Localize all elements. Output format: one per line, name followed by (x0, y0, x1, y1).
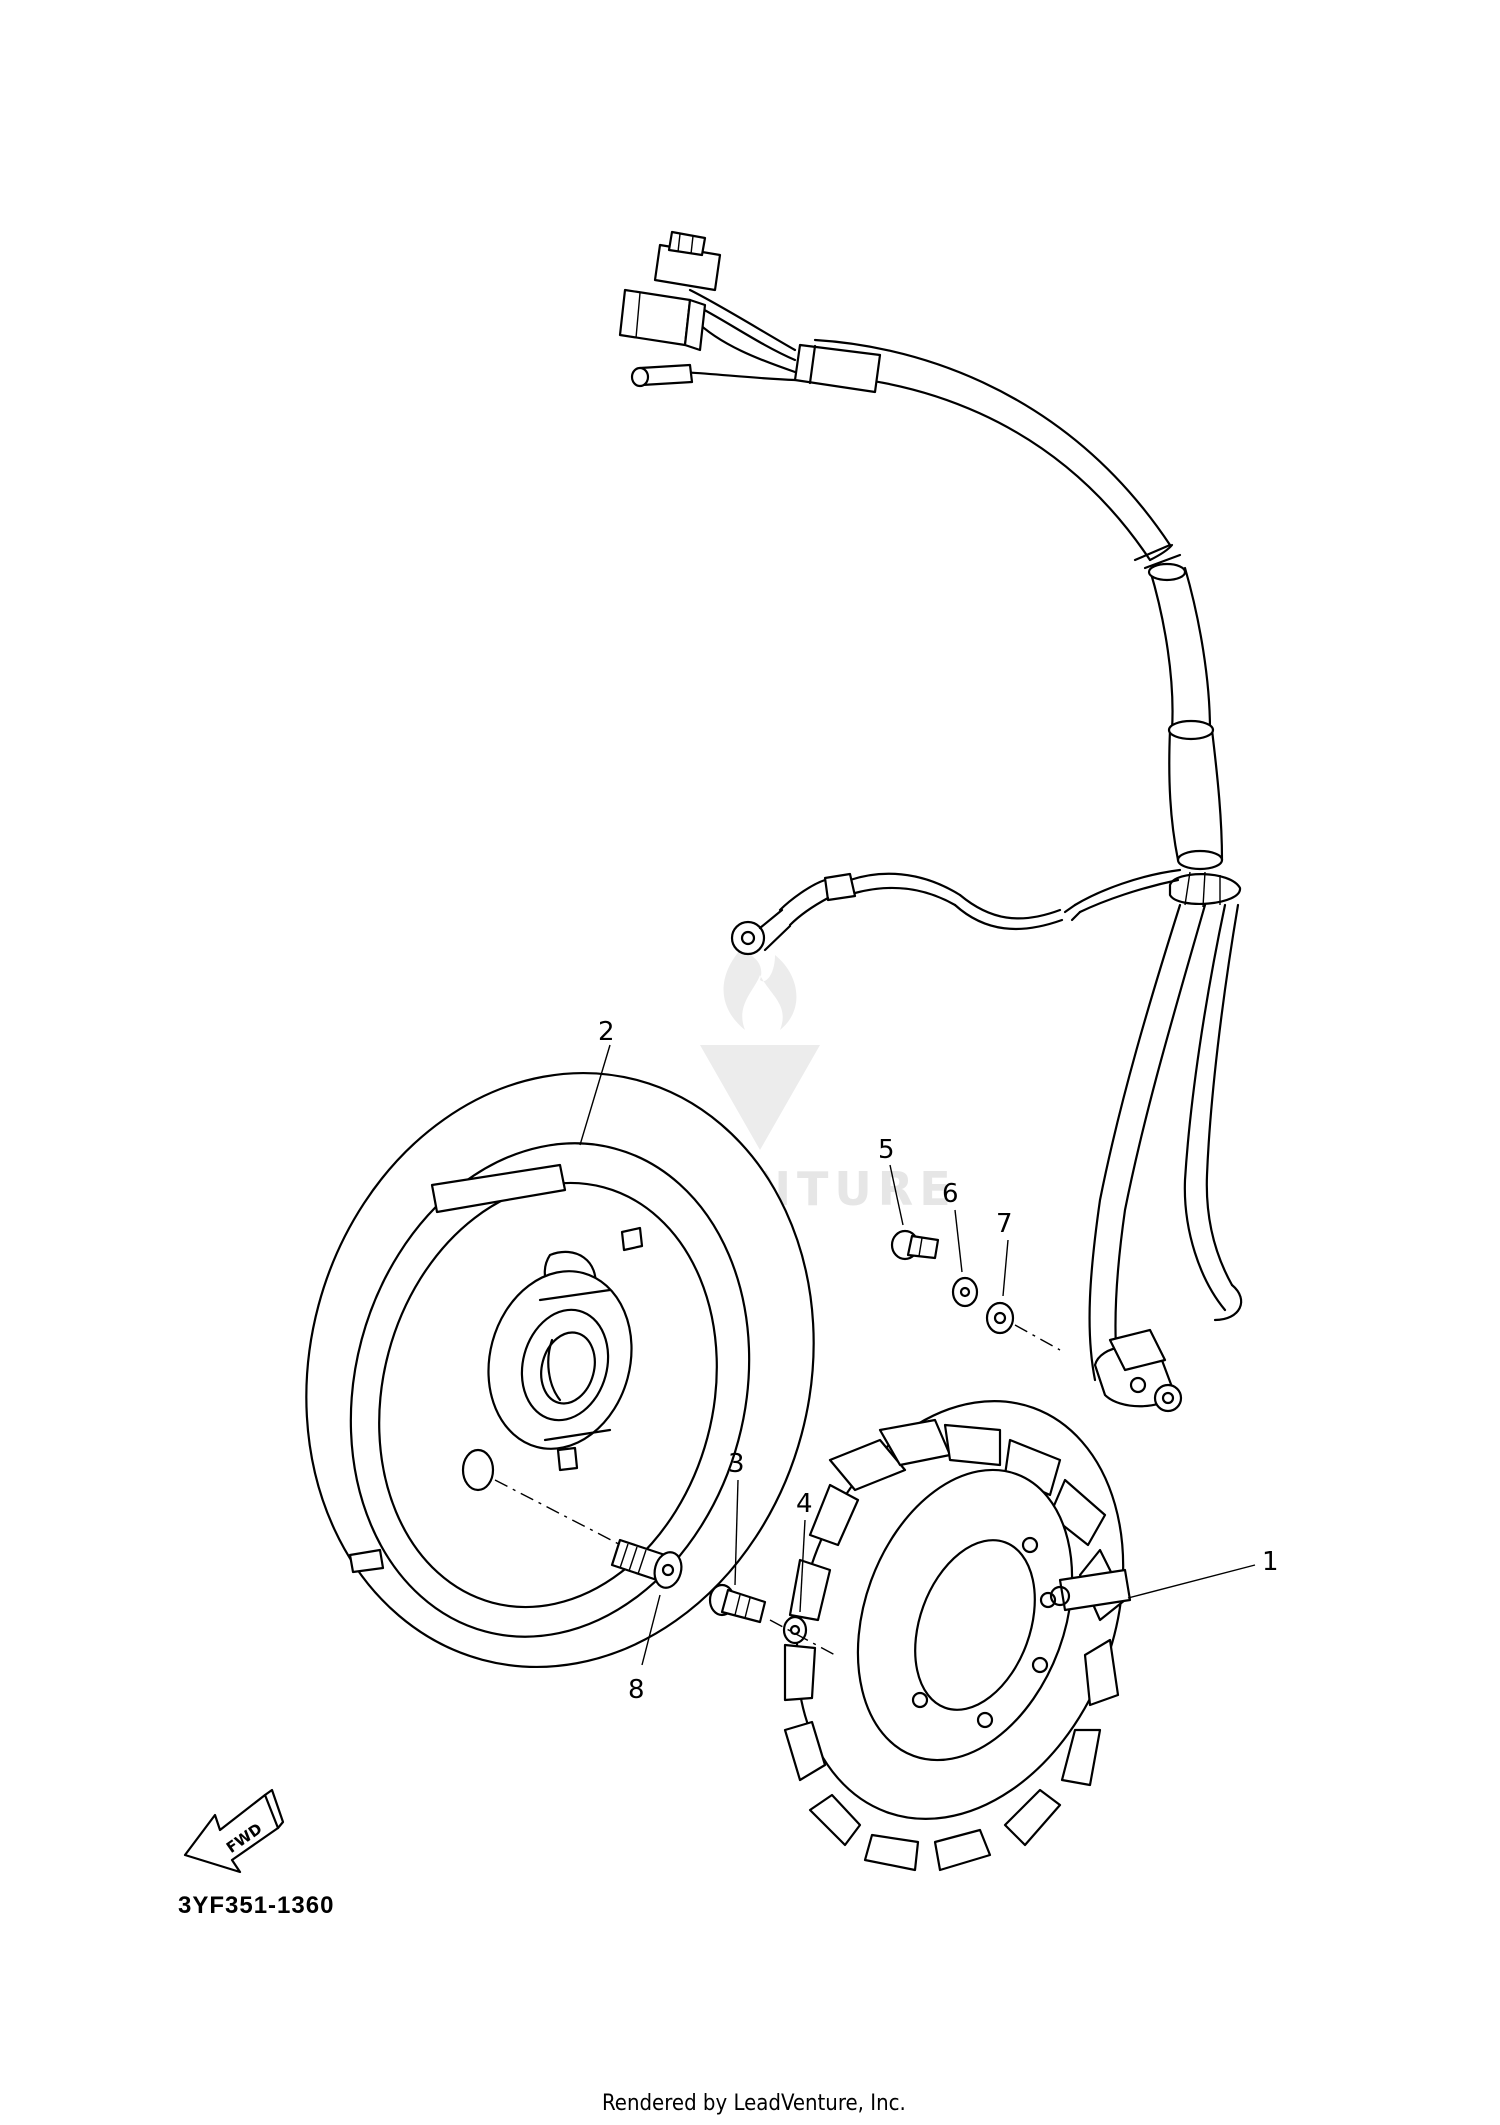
callout-3: 3 (728, 1449, 745, 1479)
wiring-harness (618, 230, 1243, 1413)
callout-2: 2 (598, 1017, 615, 1047)
callout-7: 7 (996, 1209, 1013, 1239)
flywheel-rotor (305, 1044, 815, 1669)
callout-4: 4 (796, 1489, 813, 1519)
watermark-logo-icon (700, 950, 820, 1150)
callouts: 1 2 3 4 5 6 7 8 (598, 1017, 1279, 1705)
washer-6 (951, 1209, 979, 1308)
rendered-credit: Rendered by LeadVenture, Inc. (602, 2091, 906, 2116)
stator-coil (783, 1400, 1256, 1872)
callout-5: 5 (878, 1135, 895, 1165)
washer-7 (985, 1239, 1061, 1351)
callout-8: 8 (628, 1675, 645, 1705)
callout-6: 6 (942, 1179, 959, 1209)
screw-5 (889, 1164, 940, 1261)
callout-1: 1 (1262, 1547, 1279, 1577)
bolt-8 (610, 1538, 683, 1666)
washer-4 (769, 1519, 836, 1656)
part-code: 3YF351-1360 (178, 1892, 334, 1919)
screw-3 (708, 1479, 767, 1624)
fwd-arrow-icon: FWD (183, 1788, 285, 1874)
